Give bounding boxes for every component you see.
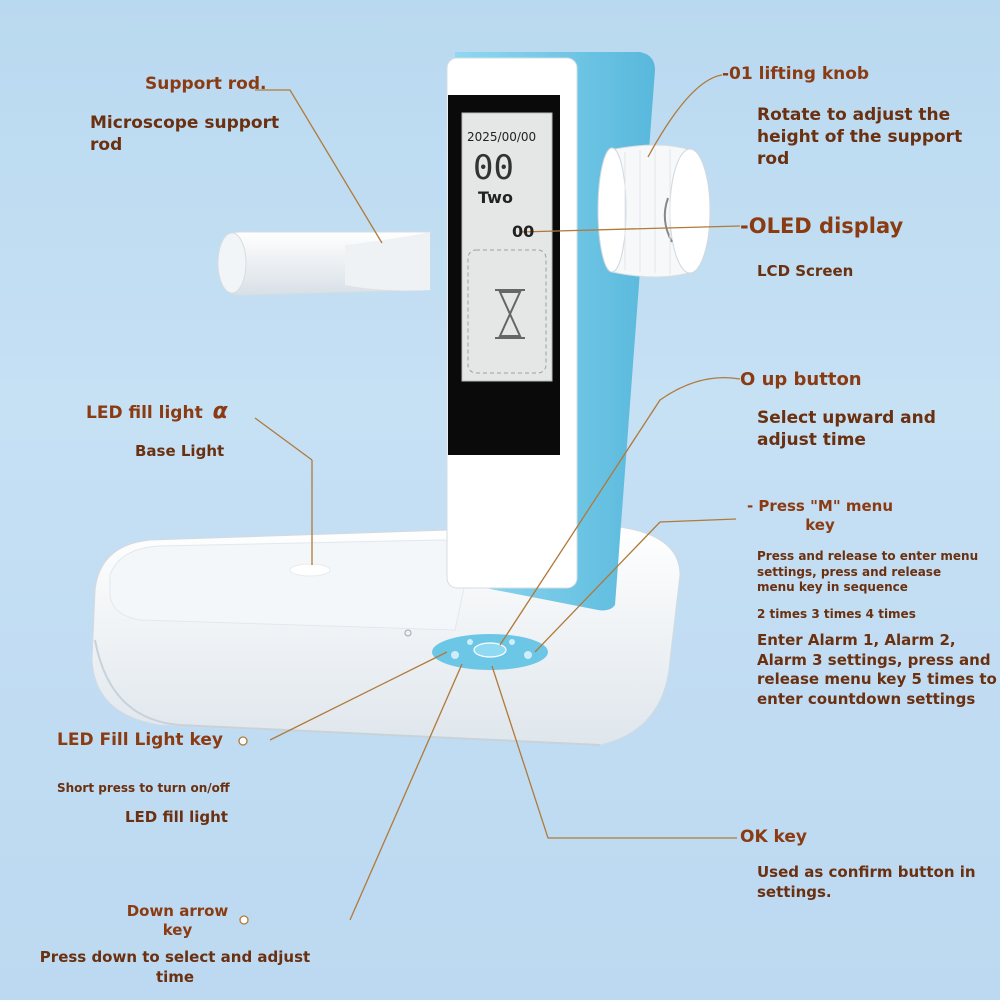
lcd-screen — [461, 112, 553, 382]
control-keypad — [404, 629, 548, 670]
ok-key-desc: Used as confirm button in settings. — [757, 863, 976, 901]
support-rod-desc: Microscope support rod — [90, 113, 280, 156]
up-button-desc: Select upward and adjust time — [757, 408, 936, 451]
support-rod — [217, 231, 431, 296]
menu-key-title: - Press "M" menu key — [746, 497, 894, 534]
menu-key-desc1: Press and release to enter menu settings… — [757, 549, 979, 595]
led-fill-light-key-desc2: LED fill light — [125, 808, 228, 826]
lcd-small-digits: 00 — [512, 222, 535, 241]
lifting-knob-desc: Rotate to adjust the height of the suppo… — [757, 105, 963, 170]
hourglass-icon — [495, 289, 525, 339]
lcd-word: Two — [478, 188, 513, 207]
menu-key-desc3: Enter Alarm 1, Alarm 2, Alarm 3 settings… — [757, 631, 997, 708]
lcd-date: 2025/00/00 — [467, 130, 537, 144]
led-fill-light-key-title: LED Fill Light key — [57, 730, 223, 750]
menu-key-desc2: 2 times 3 times 4 times — [757, 607, 916, 621]
led-fill-light-desc: Base Light — [135, 442, 225, 460]
led-fill-light — [289, 563, 331, 577]
lcd-digits: 00 — [473, 148, 514, 188]
lifting-knob — [597, 144, 711, 278]
down-arrow-key-title: Down arrow key — [126, 902, 229, 939]
oled-display-title: -OLED display — [740, 214, 904, 238]
led-fill-light-label: LED fill light — [86, 403, 203, 423]
alpha-symbol: α — [212, 399, 228, 424]
support-rod-title: Support rod. — [145, 74, 267, 94]
oled-display-desc: LCD Screen — [757, 262, 854, 280]
ok-key-title: OK key — [740, 827, 808, 847]
leader-lines — [238, 74, 741, 925]
led-fill-light-title: LED fill light α — [86, 398, 228, 426]
down-arrow-key-desc: Press down to select and adjust time — [39, 948, 311, 986]
up-button-title: O up button — [740, 369, 862, 390]
lifting-knob-title: -01 lifting knob — [722, 64, 870, 84]
led-fill-light-key-desc1: Short press to turn on/off — [57, 781, 230, 795]
